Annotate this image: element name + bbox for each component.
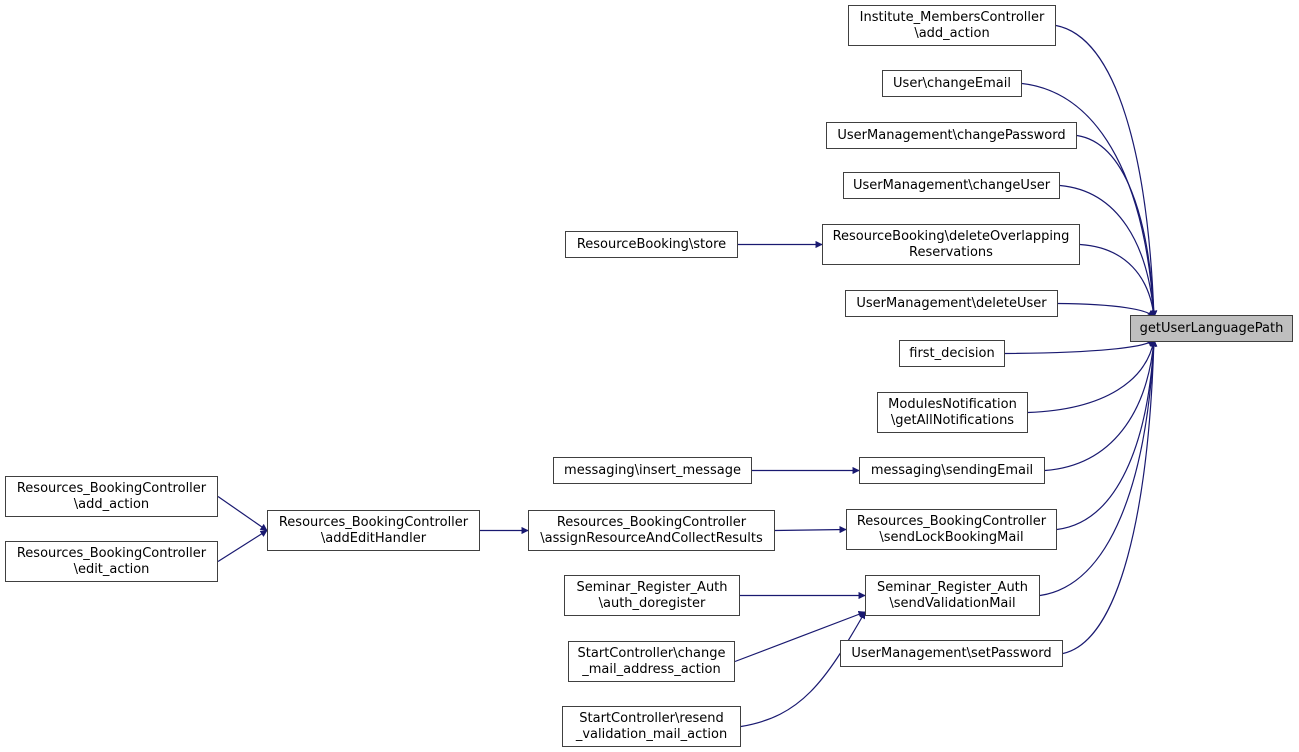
graph-node-messaging_sendingemail[interactable]: messaging\sendingEmail <box>859 457 1045 484</box>
graph-node-seminar_auth_doregister[interactable]: Seminar_Register_Auth \auth_doregister <box>564 575 740 616</box>
graph-node-label: Resources_BookingController \add_action <box>16 480 207 512</box>
graph-edge-usermanagement_changepassword-to-getuserlanguagepath <box>1076 134 1158 318</box>
graph-node-label: getUserLanguagePath <box>1139 320 1284 336</box>
graph-node-label: User\changeEmail <box>893 75 1011 91</box>
graph-edge-resources_sendlockbookingmail-to-getuserlanguagepath <box>1056 339 1158 531</box>
graph-node-label: messaging\insert_message <box>564 462 741 478</box>
graph-node-resources_sendlockbookingmail[interactable]: Resources_BookingController \sendLockBoo… <box>846 509 1057 550</box>
graph-node-user_changeemail[interactable]: User\changeEmail <box>882 70 1022 97</box>
graph-node-label: ResourceBooking\deleteOverlapping Reserv… <box>832 228 1070 260</box>
graph-edge-resources_add_action-to-resources_addedithandler <box>217 496 268 531</box>
graph-node-usermanagement_setpassword[interactable]: UserManagement\setPassword <box>840 640 1063 667</box>
graph-node-messaging_insert_message[interactable]: messaging\insert_message <box>553 457 752 484</box>
graph-node-label: Institute_MembersController \add_action <box>859 9 1045 41</box>
graph-node-resourcebooking_store[interactable]: ResourceBooking\store <box>565 231 738 258</box>
graph-edge-first_decision-to-getuserlanguagepath <box>1004 339 1155 355</box>
graph-node-label: UserManagement\setPassword <box>851 645 1052 661</box>
graph-node-label: UserManagement\deleteUser <box>856 295 1047 311</box>
graph-node-startcontroller_resend[interactable]: StartController\resend _validation_mail_… <box>562 706 741 747</box>
graph-edge-resources_assignresource-to-resources_sendlockbookingmail <box>774 525 847 534</box>
graph-node-label: ModulesNotification \getAllNotifications <box>888 396 1017 428</box>
graph-edge-institute_add_action-to-getuserlanguagepath <box>1055 24 1158 318</box>
graph-edge-modulesnotification_getallnotifications-to-getuserlanguagepath <box>1027 339 1157 414</box>
graph-node-label: UserManagement\changeUser <box>852 177 1051 193</box>
graph-node-label: StartController\change _mail_address_act… <box>577 645 726 677</box>
graph-edge-resourcebooking_deleteoverlapping-to-getuserlanguagepath <box>1079 243 1157 318</box>
graph-node-label: Resources_BookingController \sendLockBoo… <box>856 513 1047 545</box>
graph-node-usermanagement_changeuser[interactable]: UserManagement\changeUser <box>843 172 1060 199</box>
graph-edge-resources_edit_action-to-resources_addedithandler <box>217 529 268 563</box>
graph-node-label: first_decision <box>909 345 995 361</box>
graph-edge-messaging_sendingemail-to-getuserlanguagepath <box>1044 339 1157 472</box>
graph-node-label: Resources_BookingController \addEditHand… <box>278 514 469 546</box>
graph-edge-user_changeemail-to-getuserlanguagepath <box>1021 82 1158 318</box>
graph-node-modulesnotification_getallnotifications[interactable]: ModulesNotification \getAllNotifications <box>877 392 1028 433</box>
graph-node-label: Resources_BookingController \edit_action <box>16 545 207 577</box>
graph-node-resources_edit_action[interactable]: Resources_BookingController \edit_action <box>5 541 218 582</box>
graph-node-startcontroller_change_mail[interactable]: StartController\change _mail_address_act… <box>568 641 735 682</box>
graph-edge-startcontroller_resend-to-seminar_sendvalidationmail <box>740 611 866 728</box>
graph-node-resources_add_action[interactable]: Resources_BookingController \add_action <box>5 476 218 517</box>
graph-node-resources_assignresource[interactable]: Resources_BookingController \assignResou… <box>528 510 775 551</box>
graph-node-label: UserManagement\changePassword <box>837 127 1066 143</box>
graph-node-first_decision[interactable]: first_decision <box>899 340 1005 367</box>
graph-node-label: Seminar_Register_Auth \auth_doregister <box>576 579 728 611</box>
graph-node-label: StartController\resend _validation_mail_… <box>575 710 728 742</box>
graph-node-label: ResourceBooking\store <box>576 236 727 252</box>
graph-node-getuserlanguagepath[interactable]: getUserLanguagePath <box>1130 315 1293 342</box>
graph-node-usermanagement_deleteuser[interactable]: UserManagement\deleteUser <box>845 290 1058 317</box>
graph-node-usermanagement_changepassword[interactable]: UserManagement\changePassword <box>826 122 1077 149</box>
graph-edge-seminar_sendvalidationmail-to-getuserlanguagepath <box>1039 339 1158 597</box>
graph-node-seminar_sendvalidationmail[interactable]: Seminar_Register_Auth \sendValidationMai… <box>865 575 1040 616</box>
graph-node-label: messaging\sendingEmail <box>870 462 1034 478</box>
graph-node-institute_add_action[interactable]: Institute_MembersController \add_action <box>848 5 1056 46</box>
graph-node-resources_addedithandler[interactable]: Resources_BookingController \addEditHand… <box>267 510 480 551</box>
graph-node-label: Resources_BookingController \assignResou… <box>540 514 763 546</box>
graph-node-label: Seminar_Register_Auth \sendValidationMai… <box>876 579 1029 611</box>
graph-node-resourcebooking_deleteoverlapping[interactable]: ResourceBooking\deleteOverlapping Reserv… <box>822 224 1080 265</box>
graph-edge-usermanagement_setpassword-to-getuserlanguagepath <box>1062 339 1158 655</box>
